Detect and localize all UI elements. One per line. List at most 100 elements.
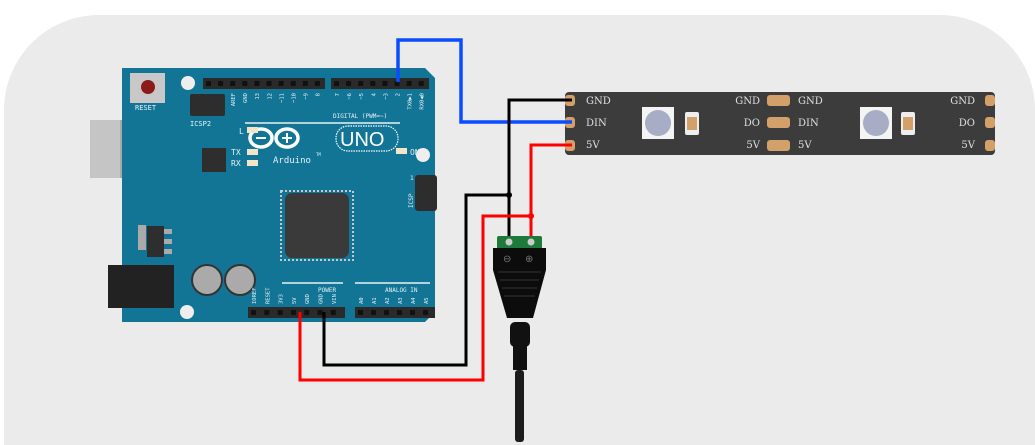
header-pin [358,310,363,315]
pin-label: RX0◀0 [420,93,426,110]
dc-barrel-connector: ⊖ ⊕ [493,236,546,442]
pin-label: 2 [396,93,402,96]
header-pin [418,81,424,86]
digital-header-left [203,78,325,89]
header-pin [370,81,376,86]
strip-pin-label: DIN [798,118,819,129]
strip-pin-label: DIN [586,118,607,129]
header-pin [394,81,400,86]
strip-pin-label: GND [950,96,975,107]
mount-hole [181,76,195,90]
header-pin [218,81,224,86]
pin-label: ~10 [292,93,298,103]
header-pin [242,81,248,86]
minus-terminal-label: ⊖ [503,254,511,265]
pin-label: 3V3 [279,294,285,304]
pin-label: 8 [316,93,322,96]
pin-label: A4 [411,297,417,304]
pin-label: GND [243,93,249,103]
icsp-pin1-label: 1 [410,175,414,182]
power-jack [108,265,174,308]
power-label: POWER [318,287,336,294]
header-pin [330,310,336,315]
pin-label: 12 [267,93,273,100]
header-pin [317,310,323,315]
led-tx [247,149,258,155]
header-pin [384,310,389,315]
icsp2-header [190,94,225,116]
led-tx-label: TX [231,148,241,157]
header-pin [382,81,388,86]
microcontroller-chip [285,193,349,258]
header-pin [254,81,260,86]
digital-header-right [331,78,429,89]
pin-label: TX0▶1 [408,93,414,110]
header-pin [278,81,284,86]
plus-terminal-label: ⊕ [525,254,533,265]
header-pin [277,310,283,315]
analog-header [355,307,435,318]
strip-pin-label: 5V [798,140,812,151]
header-pin [304,310,310,315]
terminal-block [497,236,542,250]
digital-label: DIGITAL (PWM=~) [333,113,387,120]
led-l-label: L [239,127,244,136]
power-cable [515,370,524,442]
header-pin [290,310,296,315]
header-pin [314,81,320,86]
pin-label: ~5 [359,93,365,100]
pin-label: A1 [372,297,378,304]
header-pin [264,310,270,315]
icsp-header [415,175,437,211]
pin-label: 7 [335,93,341,96]
led-l [247,127,258,133]
header-pin [206,81,211,86]
pin-label: ~3 [383,93,389,100]
header-pin [406,81,412,86]
header-pin [302,81,308,86]
strip-pin-label: 5V [961,140,975,151]
pin-label: 5V [292,297,298,304]
icsp2-label: ICSP2 [190,120,211,128]
pin-label: A5 [424,297,430,304]
pin-label: A2 [385,297,391,304]
trademark-label: TM [316,152,321,157]
led-rx [247,160,258,166]
voltage-regulator [147,226,164,257]
reset-button-cap [141,80,155,94]
mount-hole [180,305,194,319]
strip-pin-label: 5V [746,140,760,151]
header-pin [230,81,236,86]
pcb [122,68,435,322]
strip-output-pad [985,140,995,151]
chip-small [202,148,226,172]
data-wire [396,38,572,124]
pin-label: GND [319,294,325,304]
strip-cut-pad [767,117,790,128]
led-on-label: ON [410,148,420,157]
mount-hole [416,148,430,162]
dc-plug [510,322,530,347]
pin-label: VIN [332,294,338,304]
usb-port-front [90,120,120,178]
header-pin [397,310,402,315]
strip-cut-pad [767,95,790,106]
header-pin [251,310,256,315]
vcc-wire-arduino [298,214,531,382]
vcc-wire-strip [529,143,572,240]
pin-label: IOREF [252,287,258,304]
capacitor [224,264,256,296]
analog-label: ANALOG IN [385,287,418,294]
pin-label: GND [305,294,311,304]
icsp-label: ICSP [408,193,415,208]
header-pin [290,81,296,86]
strip-cut-pad [767,140,790,151]
header-pin [371,310,376,315]
arduino-logo-icon [248,127,300,149]
pin-label: ~6 [347,93,353,100]
header-pin [423,310,428,315]
header-pin [358,81,364,86]
strip-pin-label: DO [959,118,975,129]
